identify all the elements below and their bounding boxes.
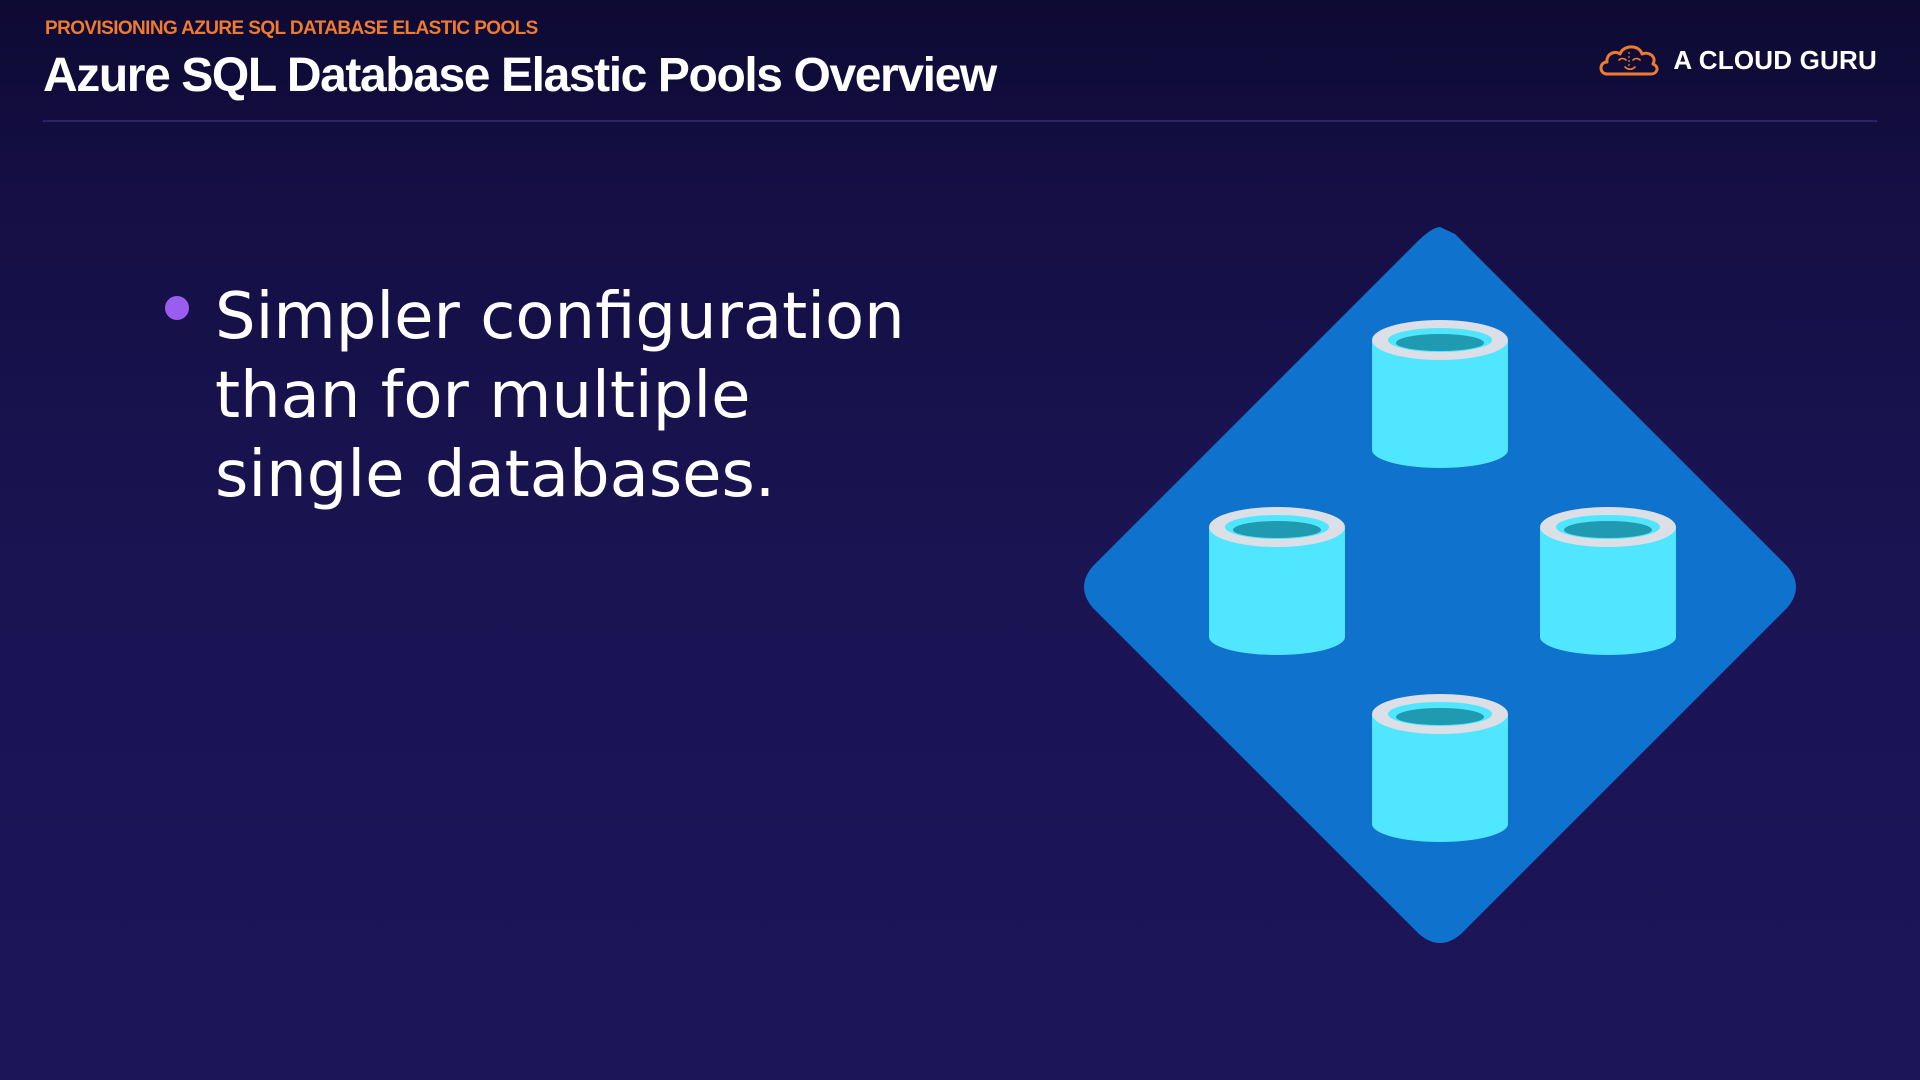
bullet-list: Simpler configuration than for multiple …: [165, 278, 965, 515]
slide-header: PROVISIONING AZURE SQL DATABASE ELASTIC …: [0, 0, 1920, 124]
bullet-dot-icon: [165, 296, 189, 320]
database-cylinder-icon: [1372, 694, 1508, 842]
header-divider: [43, 120, 1877, 122]
elastic-pool-icon: [1084, 227, 1796, 943]
bullet-text: Simpler configuration than for multiple …: [215, 280, 905, 512]
database-cylinder-icon: [1372, 320, 1508, 468]
brand: A CLOUD GURU: [1597, 38, 1877, 82]
slide-title: Azure SQL Database Elastic Pools Overvie…: [43, 49, 997, 102]
database-cylinder-icon: [1540, 507, 1676, 655]
brand-name: A CLOUD GURU: [1673, 44, 1877, 75]
cloud-face-logo-icon: [1599, 45, 1659, 76]
bullet-item: Simpler configuration than for multiple …: [165, 278, 965, 515]
pool-diamond: [1084, 227, 1796, 943]
slide-kicker: PROVISIONING AZURE SQL DATABASE ELASTIC …: [45, 18, 538, 39]
database-cylinder-icon: [1209, 507, 1345, 655]
